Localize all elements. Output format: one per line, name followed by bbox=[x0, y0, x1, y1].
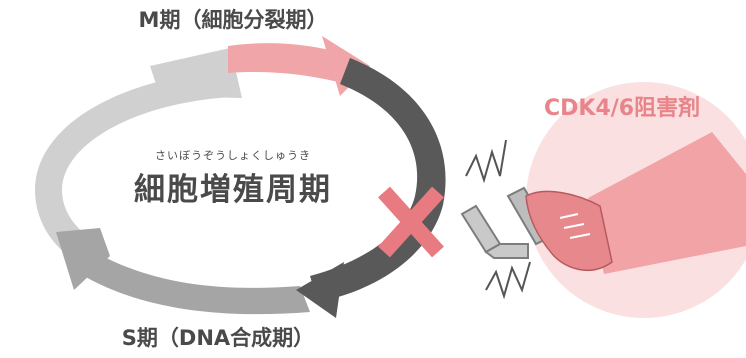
s-phase-arrowhead bbox=[56, 228, 110, 290]
s-phase-label: S期（DNA合成期） bbox=[121, 326, 315, 350]
g1-phase-arrow bbox=[35, 70, 230, 266]
vibration-icon bbox=[485, 261, 531, 300]
g2-phase-arrowhead bbox=[296, 262, 344, 318]
g1-phase-arrowhead bbox=[150, 48, 242, 98]
cycle-title-reading: さいぼうぞうしょくしゅうき bbox=[155, 149, 311, 162]
s-phase-arrow bbox=[74, 248, 310, 315]
m-phase-arrow bbox=[228, 43, 345, 82]
cycle-title: 細胞増殖周期 bbox=[134, 172, 332, 208]
cross-mark-icon bbox=[378, 186, 444, 258]
shoe-icon bbox=[525, 190, 613, 271]
vibration-icon bbox=[465, 139, 507, 184]
drug-label: CDK4/6阻害剤 bbox=[544, 96, 701, 121]
g2-phase-arrow bbox=[310, 58, 446, 302]
m-phase-label: M期（細胞分裂期） bbox=[138, 8, 328, 32]
leg-trouser bbox=[588, 132, 746, 274]
m-phase-arrowhead bbox=[322, 36, 370, 96]
